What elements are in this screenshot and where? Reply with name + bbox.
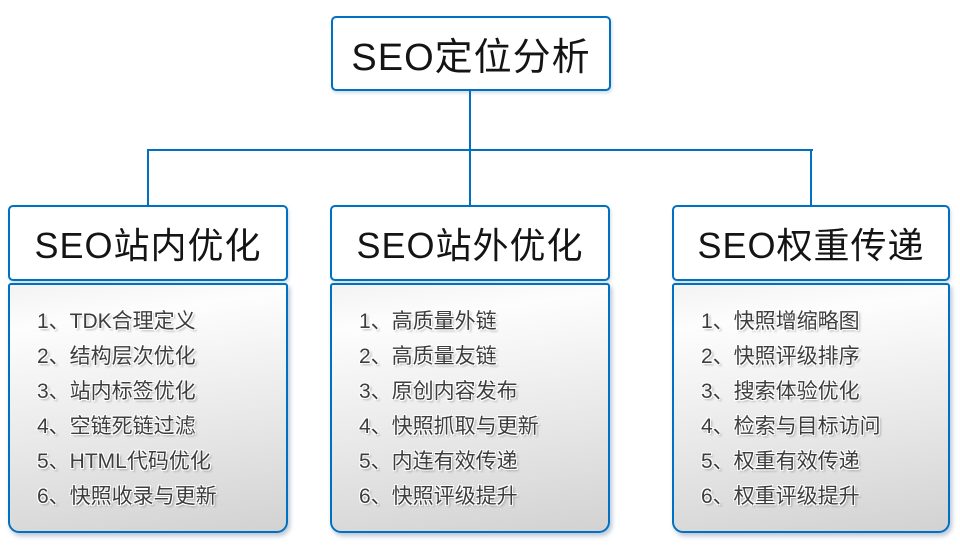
list-item: 1、TDK合理定义: [37, 310, 196, 333]
branch-item-panel: 1、高质量外链 2、高质量友链 3、原创内容发布 4、快照抓取与更新 5、内连有…: [330, 283, 610, 533]
branch-title-box: SEO权重传递: [672, 205, 950, 281]
list-item: 4、快照抓取与更新: [359, 415, 539, 438]
root-node: SEO定位分析: [331, 16, 611, 91]
branch-title-label: SEO站内优化: [34, 225, 262, 266]
connector-horizontal-bar: [147, 149, 813, 151]
list-item: 4、空链死链过滤: [37, 415, 196, 438]
connector-drop-right: [810, 150, 812, 206]
list-item: 5、HTML代码优化: [37, 450, 211, 473]
root-node-label: SEO定位分析: [351, 37, 591, 79]
branch-title-label: SEO权重传递: [697, 225, 925, 266]
connector-drop-left: [147, 150, 149, 206]
list-item: 3、站内标签优化: [37, 380, 196, 403]
list-item: 3、搜索体验优化: [701, 380, 860, 403]
list-item: 1、快照增缩略图: [701, 310, 860, 333]
list-item: 5、内连有效传递: [359, 450, 518, 473]
list-item: 6、快照收录与更新: [37, 485, 217, 508]
list-item: 3、原创内容发布: [359, 380, 518, 403]
list-item: 2、快照评级排序: [701, 345, 860, 368]
list-item: 4、检索与目标访问: [701, 415, 881, 438]
branch-title-label: SEO站外优化: [356, 225, 584, 266]
branch-item-panel: 1、快照增缩略图 2、快照评级排序 3、搜索体验优化 4、检索与目标访问 5、权…: [672, 283, 950, 533]
list-item: 1、高质量外链: [359, 310, 497, 333]
branch-item-panel: 1、TDK合理定义 2、结构层次优化 3、站内标签优化 4、空链死链过滤 5、H…: [8, 283, 288, 533]
list-item: 6、快照评级提升: [359, 485, 518, 508]
list-item: 2、高质量友链: [359, 345, 497, 368]
list-item: 6、权重评级提升: [701, 485, 860, 508]
branch-title-box: SEO站外优化: [330, 205, 610, 281]
list-item: 2、结构层次优化: [37, 345, 196, 368]
connector-drop-center: [469, 150, 471, 206]
connector-root-stem: [469, 91, 471, 150]
branch-title-box: SEO站内优化: [8, 205, 288, 281]
list-item: 5、权重有效传递: [701, 450, 860, 473]
